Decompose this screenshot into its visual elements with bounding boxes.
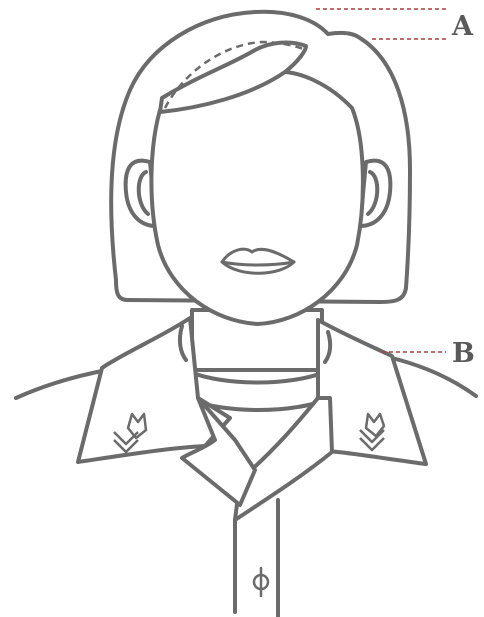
label-a: A [451,11,474,42]
shirt-button [254,568,268,596]
label-b: B [452,338,475,369]
